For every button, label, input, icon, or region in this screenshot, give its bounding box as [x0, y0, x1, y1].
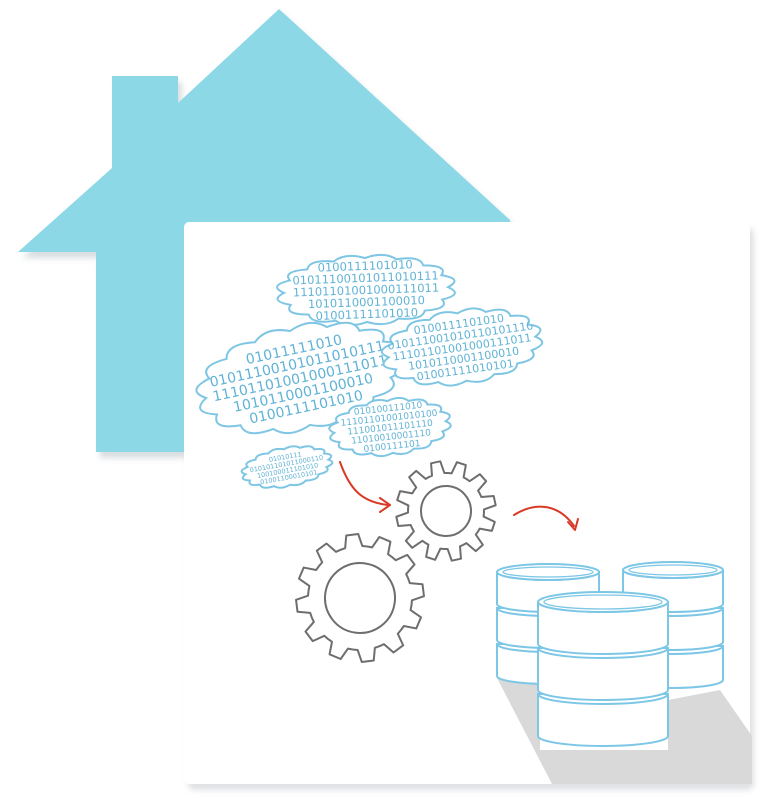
cloud-icon: 0101011101010110101100011010010001110101…: [240, 445, 334, 489]
arrow-icon-gears-to-databases-head: [567, 518, 579, 531]
arrow-icon-clouds-to-gears-head: [379, 497, 391, 513]
arrow-icon-gears-to-databases: [513, 505, 575, 527]
binary-text: 01001111101010: [315, 305, 418, 323]
binary-clouds: 0100111101010010111001010110101111110110…: [195, 253, 544, 489]
arrow-icon-clouds-to-gears: [339, 461, 389, 506]
database-icons: [496, 561, 724, 747]
cloud-icon: 0100111101010010111001010110101111110110…: [276, 253, 456, 327]
binary-text: 1010110001100010: [308, 293, 425, 311]
binary-text: 0100111101010: [317, 257, 413, 274]
gear-icon: [395, 460, 497, 562]
gear-icons: [295, 460, 497, 663]
gear-icon: [295, 533, 425, 663]
database-shadow: [497, 678, 752, 784]
cloud-icon: 0100111101010010111001010110101110111011…: [380, 307, 544, 387]
arrow-icons: [339, 461, 579, 531]
cloud-icon: 0101111101001011100101011010111111011010…: [195, 321, 405, 435]
binary-text: 01011100101011010111: [292, 268, 439, 287]
database-icon: [537, 591, 669, 747]
binary-text: 11101101001000111011: [293, 280, 440, 299]
cloud-icon: 0101001110101110110100101010011100101110…: [328, 396, 452, 458]
